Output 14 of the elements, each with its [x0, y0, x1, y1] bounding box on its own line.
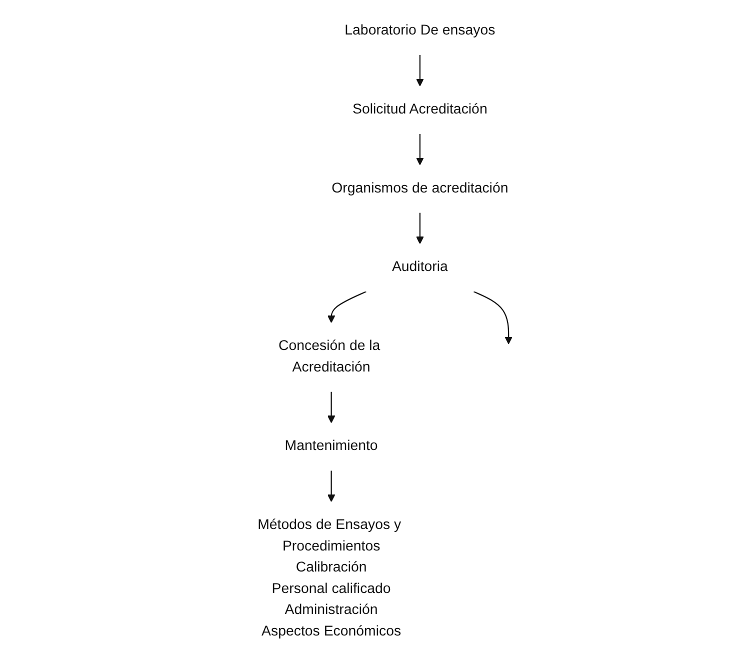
- node-text: Solicitud Acreditación: [352, 102, 488, 118]
- arrow: [416, 54, 424, 86]
- arrow: [327, 392, 336, 424]
- node-text: Concesión de la Acreditación: [278, 338, 380, 375]
- arrow: [327, 470, 336, 502]
- node-text: Métodos de Ensayos y Procedimientos Calibración Personal calificado Administración Aspectos Económicos: [257, 518, 401, 640]
- node-text: Auditoria: [392, 260, 448, 275]
- arrow: [416, 212, 424, 244]
- node-text: Organismos de acreditación: [332, 180, 508, 196]
- arrow: [473, 291, 512, 344]
- arrow: [327, 291, 366, 323]
- node-text: Mantenimiento: [284, 438, 378, 454]
- node-text: Laboratorio De ensayos: [344, 23, 496, 38]
- arrow: [416, 134, 424, 166]
